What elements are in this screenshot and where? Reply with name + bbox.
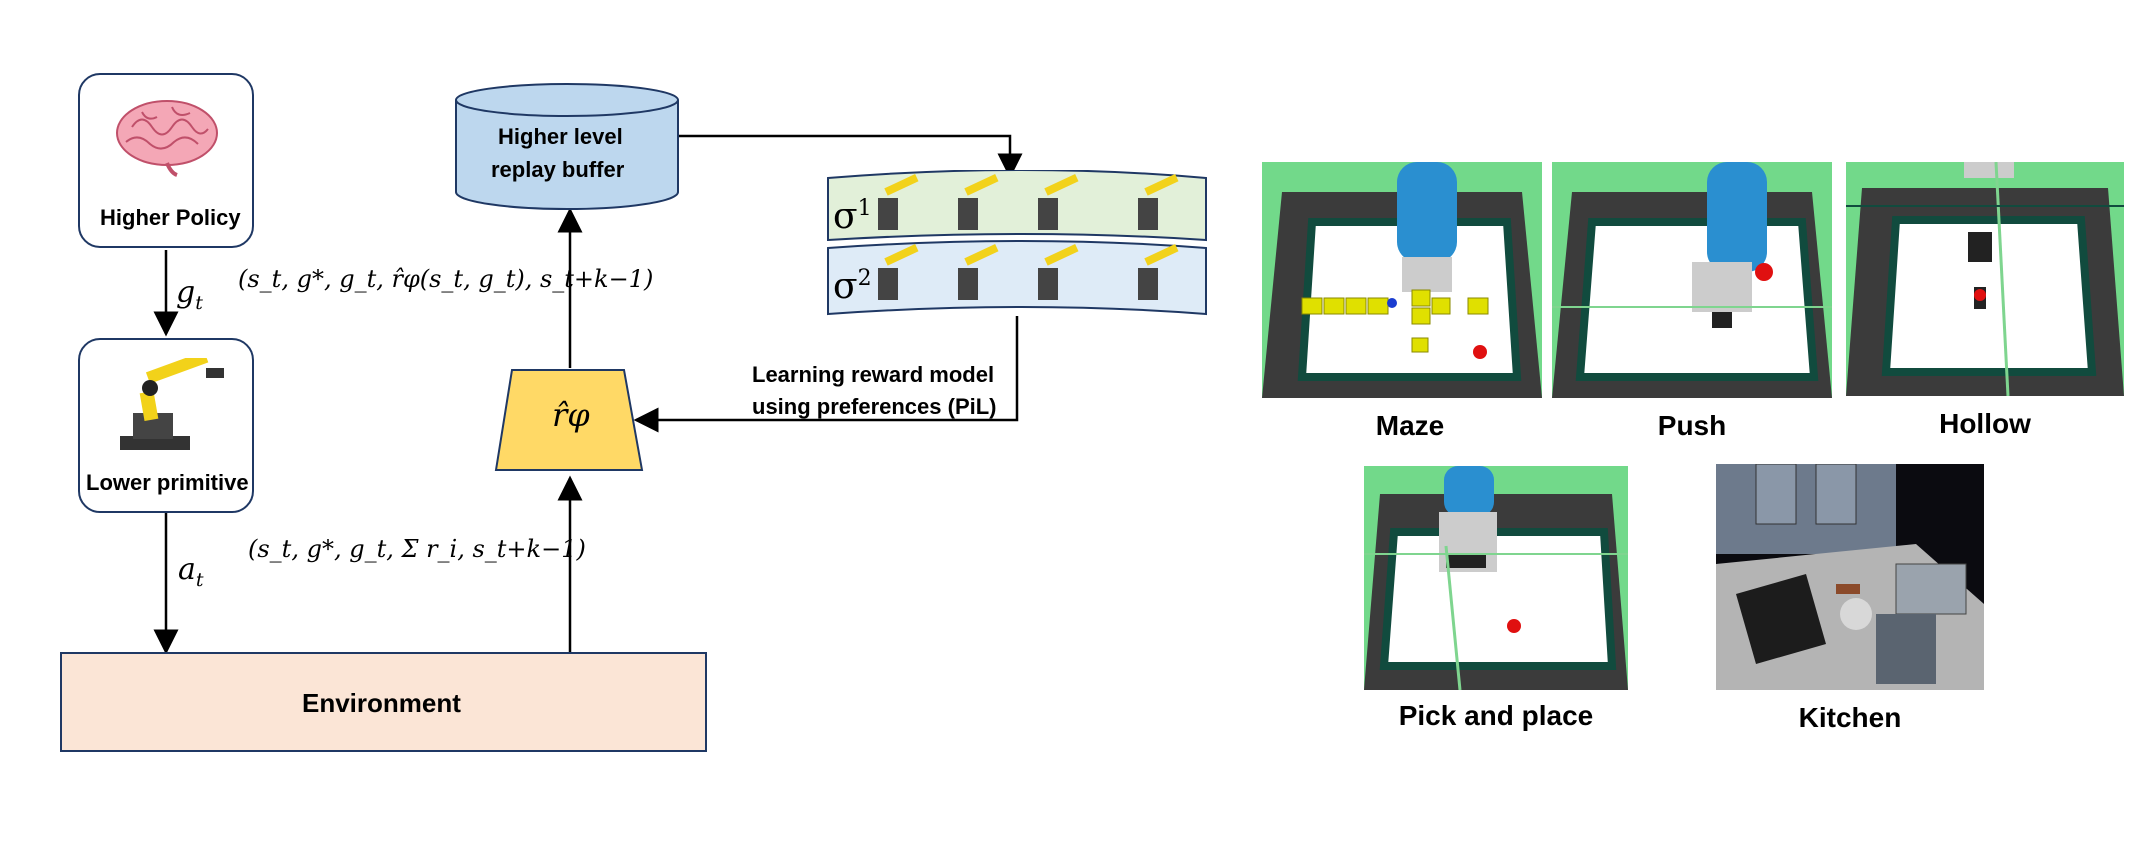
environment-box: Environment	[60, 652, 707, 752]
robot-sequence-2	[878, 244, 1179, 300]
replay-buffer-label-2: replay buffer	[491, 157, 625, 182]
action-subscript: t	[195, 569, 204, 591]
brain-icon	[116, 100, 218, 177]
push-panel	[1552, 162, 1832, 398]
sigma-1-symbol: σ	[833, 196, 858, 237]
robot-arm-icon	[120, 358, 224, 450]
goal-symbol: g	[176, 275, 196, 310]
action-symbol: a	[178, 552, 196, 587]
higher-policy-label: Higher Policy	[100, 205, 241, 230]
lower-primitive-label: Lower primitive	[86, 470, 249, 495]
sigma-1: σ1	[833, 196, 872, 237]
pick-and-place-panel	[1364, 466, 1628, 690]
push-caption: Push	[1657, 410, 1727, 441]
pick-and-place-caption: Pick and place	[1398, 700, 1594, 731]
replay-buffer-label-1: Higher level	[498, 124, 623, 149]
reward-model-symbol: r̂φ	[552, 396, 590, 434]
replay-buffer-cylinder	[455, 83, 679, 210]
trajectory-sequences	[827, 170, 1207, 316]
hollow-caption: Hollow	[1939, 408, 2031, 439]
goal-subscript: t	[195, 292, 203, 314]
lower-primitive-box: Lower primitive	[78, 338, 254, 513]
action-label: at	[178, 552, 204, 591]
transition-upper: (s_t, g*, g_t, r̂φ(s_t, g_t), s_t+k−1)	[238, 265, 654, 293]
maze-panel	[1262, 162, 1542, 398]
sigma-2-symbol: σ	[833, 266, 858, 307]
robot-sequence-1	[878, 174, 1179, 230]
sigma-1-superscript: 1	[857, 196, 872, 221]
sigma-2: σ2	[833, 266, 872, 307]
reward-model-trapezoid	[494, 369, 644, 471]
higher-policy-box: Higher Policy	[78, 73, 254, 248]
pil-label-1: Learning reward model	[752, 362, 995, 387]
environment-label: Environment	[302, 688, 461, 718]
goal-label: gt	[176, 275, 203, 314]
maze-caption: Maze	[1375, 410, 1445, 441]
transition-lower: (s_t, g*, g_t, Σ r_i, s_t+k−1)	[248, 535, 586, 563]
kitchen-caption: Kitchen	[1798, 702, 1902, 733]
kitchen-panel	[1716, 464, 1984, 690]
sigma-2-superscript: 2	[857, 266, 872, 291]
pil-label-2: using preferences (PiL)	[752, 394, 997, 419]
hollow-panel	[1846, 162, 2124, 396]
